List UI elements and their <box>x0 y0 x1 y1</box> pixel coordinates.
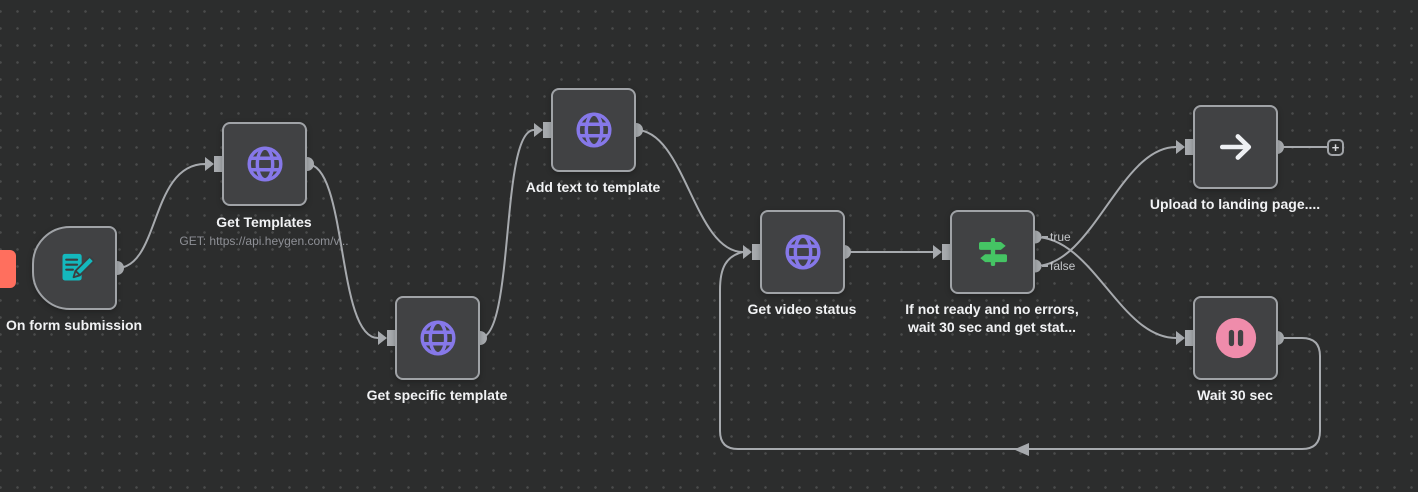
add-node-button[interactable]: + <box>1327 139 1344 156</box>
globe-icon <box>419 320 456 356</box>
wire-form-to-get-templates[interactable] <box>116 163 206 269</box>
plus-icon: + <box>1331 140 1340 155</box>
input-port[interactable] <box>933 244 950 260</box>
input-port[interactable] <box>743 244 760 260</box>
node-upload-landing-page[interactable] <box>1193 105 1278 189</box>
node-add-text-to-template[interactable] <box>551 88 636 172</box>
node-label-get-video-status: Get video status <box>747 301 857 317</box>
node-on-form-submission[interactable] <box>32 226 117 310</box>
globe-icon <box>575 112 612 148</box>
node-label-upload-landing-page: Upload to landing page.... <box>1149 196 1321 212</box>
input-port[interactable] <box>378 330 395 346</box>
sticky-note-edge[interactable] <box>0 250 16 288</box>
input-port[interactable] <box>534 122 551 138</box>
node-get-templates[interactable] <box>222 122 307 206</box>
node-get-video-status[interactable] <box>760 210 845 294</box>
signpost-icon <box>978 238 1007 266</box>
input-port[interactable] <box>1176 330 1193 346</box>
node-wait-30-sec[interactable] <box>1193 296 1278 380</box>
arrow-right-icon <box>1219 134 1251 160</box>
globe-icon <box>784 234 821 270</box>
port-label-true: true <box>1050 230 1071 244</box>
node-label-get-templates: Get Templates <box>216 214 312 230</box>
node-subtitle-get-templates: GET: https://api.heygen.com/v... <box>179 234 349 248</box>
wire-if-false-to-upload[interactable] <box>1034 146 1177 267</box>
node-label-if-check-line1: If not ready and no errors, <box>905 301 1079 317</box>
node-if-check[interactable] <box>950 210 1035 294</box>
wire-get-specific-to-add-text[interactable] <box>479 129 535 339</box>
node-label-if-check-line2: wait 30 sec and get stat... <box>907 319 1077 335</box>
wire-add-text-to-get-video-status[interactable] <box>635 129 744 253</box>
wire-wait-loop-to-get-video-status[interactable] <box>719 251 1321 450</box>
wire-get-templates-to-get-specific[interactable] <box>306 163 379 339</box>
pause-icon <box>1215 317 1256 359</box>
node-label-get-specific-template: Get specific template <box>366 387 508 403</box>
node-get-specific-template[interactable] <box>395 296 480 380</box>
globe-icon <box>246 146 283 182</box>
node-label-add-text-to-template: Add text to template <box>525 179 661 195</box>
node-label-wait-30-sec: Wait 30 sec <box>1197 387 1273 403</box>
wire-if-true-to-wait[interactable] <box>1034 236 1177 339</box>
input-port[interactable] <box>205 156 222 172</box>
form-pencil-icon <box>62 253 94 281</box>
node-label-on-form-submission: On form submission <box>5 317 143 333</box>
loop-direction-arrow <box>1014 443 1029 456</box>
input-port[interactable] <box>1176 139 1193 155</box>
port-label-false: false <box>1050 259 1076 273</box>
